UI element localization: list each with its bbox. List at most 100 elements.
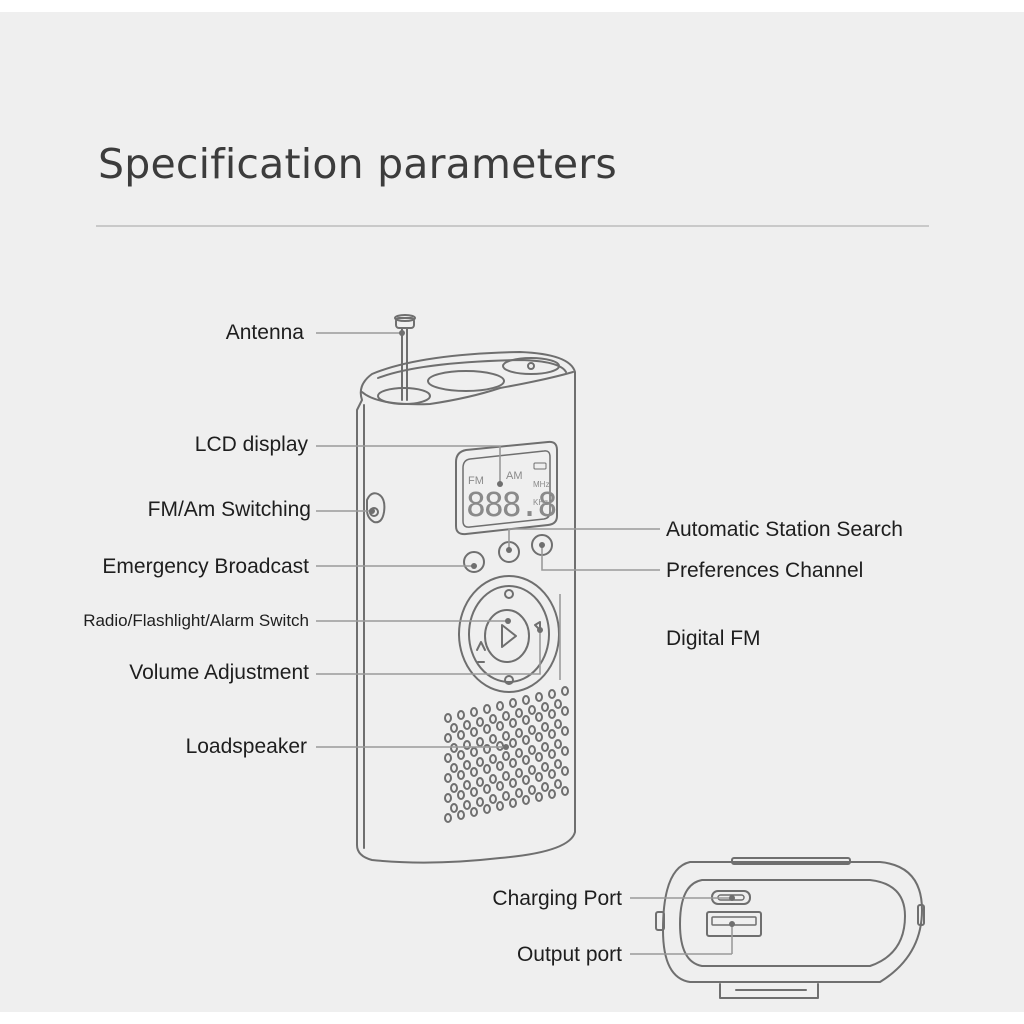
speaker-hole: [476, 797, 484, 807]
speaker-hole: [528, 745, 536, 755]
speaker-hole: [522, 755, 530, 765]
speaker-hole: [522, 735, 530, 745]
speaker-hole: [450, 803, 458, 813]
speaker-hole: [457, 810, 465, 820]
speaker-hole: [541, 722, 549, 732]
speaker-hole: [509, 698, 517, 708]
label-auto-station-search: Automatic Station Search: [666, 518, 903, 541]
bottom-view: [655, 857, 925, 999]
speaker-hole: [509, 718, 517, 728]
speaker-hole: [515, 748, 523, 758]
speaker-hole: [535, 732, 543, 742]
speaker-hole: [450, 743, 458, 753]
speaker-hole: [444, 793, 452, 803]
speaker-hole: [457, 730, 465, 740]
speaker-hole: [522, 715, 530, 725]
speaker-hole: [444, 713, 452, 723]
speaker-hole: [509, 798, 517, 808]
speaker-hole: [509, 738, 517, 748]
speaker-hole: [541, 702, 549, 712]
speaker-hole: [450, 723, 458, 733]
speaker-hole: [561, 726, 569, 736]
speaker-hole: [444, 753, 452, 763]
speaker-hole: [444, 733, 452, 743]
speaker-hole: [476, 717, 484, 727]
speaker-hole: [444, 773, 452, 783]
lcd-fm-text: FM: [468, 475, 484, 487]
control-ring: [458, 575, 560, 693]
speaker-hole: [483, 804, 491, 814]
speaker-hole: [470, 807, 478, 817]
speaker-hole: [457, 770, 465, 780]
label-lcd-display: LCD display: [194, 433, 308, 456]
speaker-hole: [548, 709, 556, 719]
speaker-hole: [548, 769, 556, 779]
label-antenna: Antenna: [225, 321, 304, 344]
speaker-hole: [561, 746, 569, 756]
speaker-hole: [463, 760, 471, 770]
speaker-hole: [463, 720, 471, 730]
label-preferences-channel: Preferences Channel: [666, 559, 864, 582]
speaker-hole: [450, 763, 458, 773]
page-title: Specification parameters: [98, 140, 617, 188]
speaker-hole: [496, 741, 504, 751]
radio-body: [356, 351, 576, 864]
speaker-hole: [496, 721, 504, 731]
speaker-hole: [470, 787, 478, 797]
speaker-hole: [476, 777, 484, 787]
speaker-hole: [554, 719, 562, 729]
speaker-hole: [554, 779, 562, 789]
speaker-hole: [470, 747, 478, 757]
speaker-grille: [444, 686, 569, 823]
speaker-hole: [489, 734, 497, 744]
speaker-hole: [515, 788, 523, 798]
speaker-hole: [541, 762, 549, 772]
label-output-port: Output port: [516, 943, 622, 966]
speaker-hole: [548, 789, 556, 799]
label-charging-port: Charging Port: [492, 887, 622, 910]
background-panel: [0, 12, 1024, 1012]
speaker-hole: [470, 767, 478, 777]
speaker-hole: [496, 801, 504, 811]
speaker-hole: [470, 727, 478, 737]
speaker-hole: [548, 749, 556, 759]
speaker-hole: [561, 706, 569, 716]
speaker-hole: [463, 740, 471, 750]
speaker-hole: [548, 689, 556, 699]
speaker-hole: [476, 757, 484, 767]
lcd-am-text: AM: [506, 470, 523, 482]
speaker-hole: [541, 782, 549, 792]
speaker-hole: [450, 783, 458, 793]
speaker-hole: [483, 704, 491, 714]
speaker-hole: [554, 739, 562, 749]
speaker-hole: [483, 764, 491, 774]
label-volume-adjustment: Volume Adjustment: [129, 661, 309, 684]
speaker-hole: [483, 744, 491, 754]
speaker-hole: [535, 772, 543, 782]
lcd-digits: 888.8: [466, 485, 555, 524]
speaker-hole: [528, 765, 536, 775]
speaker-hole: [457, 790, 465, 800]
speaker-hole: [522, 775, 530, 785]
speaker-hole: [470, 707, 478, 717]
label-loudspeaker: Loadspeaker: [185, 735, 307, 758]
speaker-hole: [515, 728, 523, 738]
speaker-hole: [561, 786, 569, 796]
lcd-khz-text: KHz: [533, 498, 548, 507]
speaker-hole: [509, 758, 517, 768]
speaker-hole: [561, 686, 569, 696]
speaker-hole: [528, 705, 536, 715]
speaker-hole: [515, 768, 523, 778]
speaker-hole: [457, 750, 465, 760]
speaker-hole: [502, 751, 510, 761]
speaker-hole: [496, 781, 504, 791]
speaker-hole: [561, 766, 569, 776]
speaker-hole: [535, 752, 543, 762]
top-buttons: [463, 534, 553, 573]
speaker-hole: [509, 778, 517, 788]
speaker-hole: [489, 794, 497, 804]
speaker-hole: [528, 725, 536, 735]
speaker-hole: [457, 710, 465, 720]
speaker-hole: [502, 731, 510, 741]
